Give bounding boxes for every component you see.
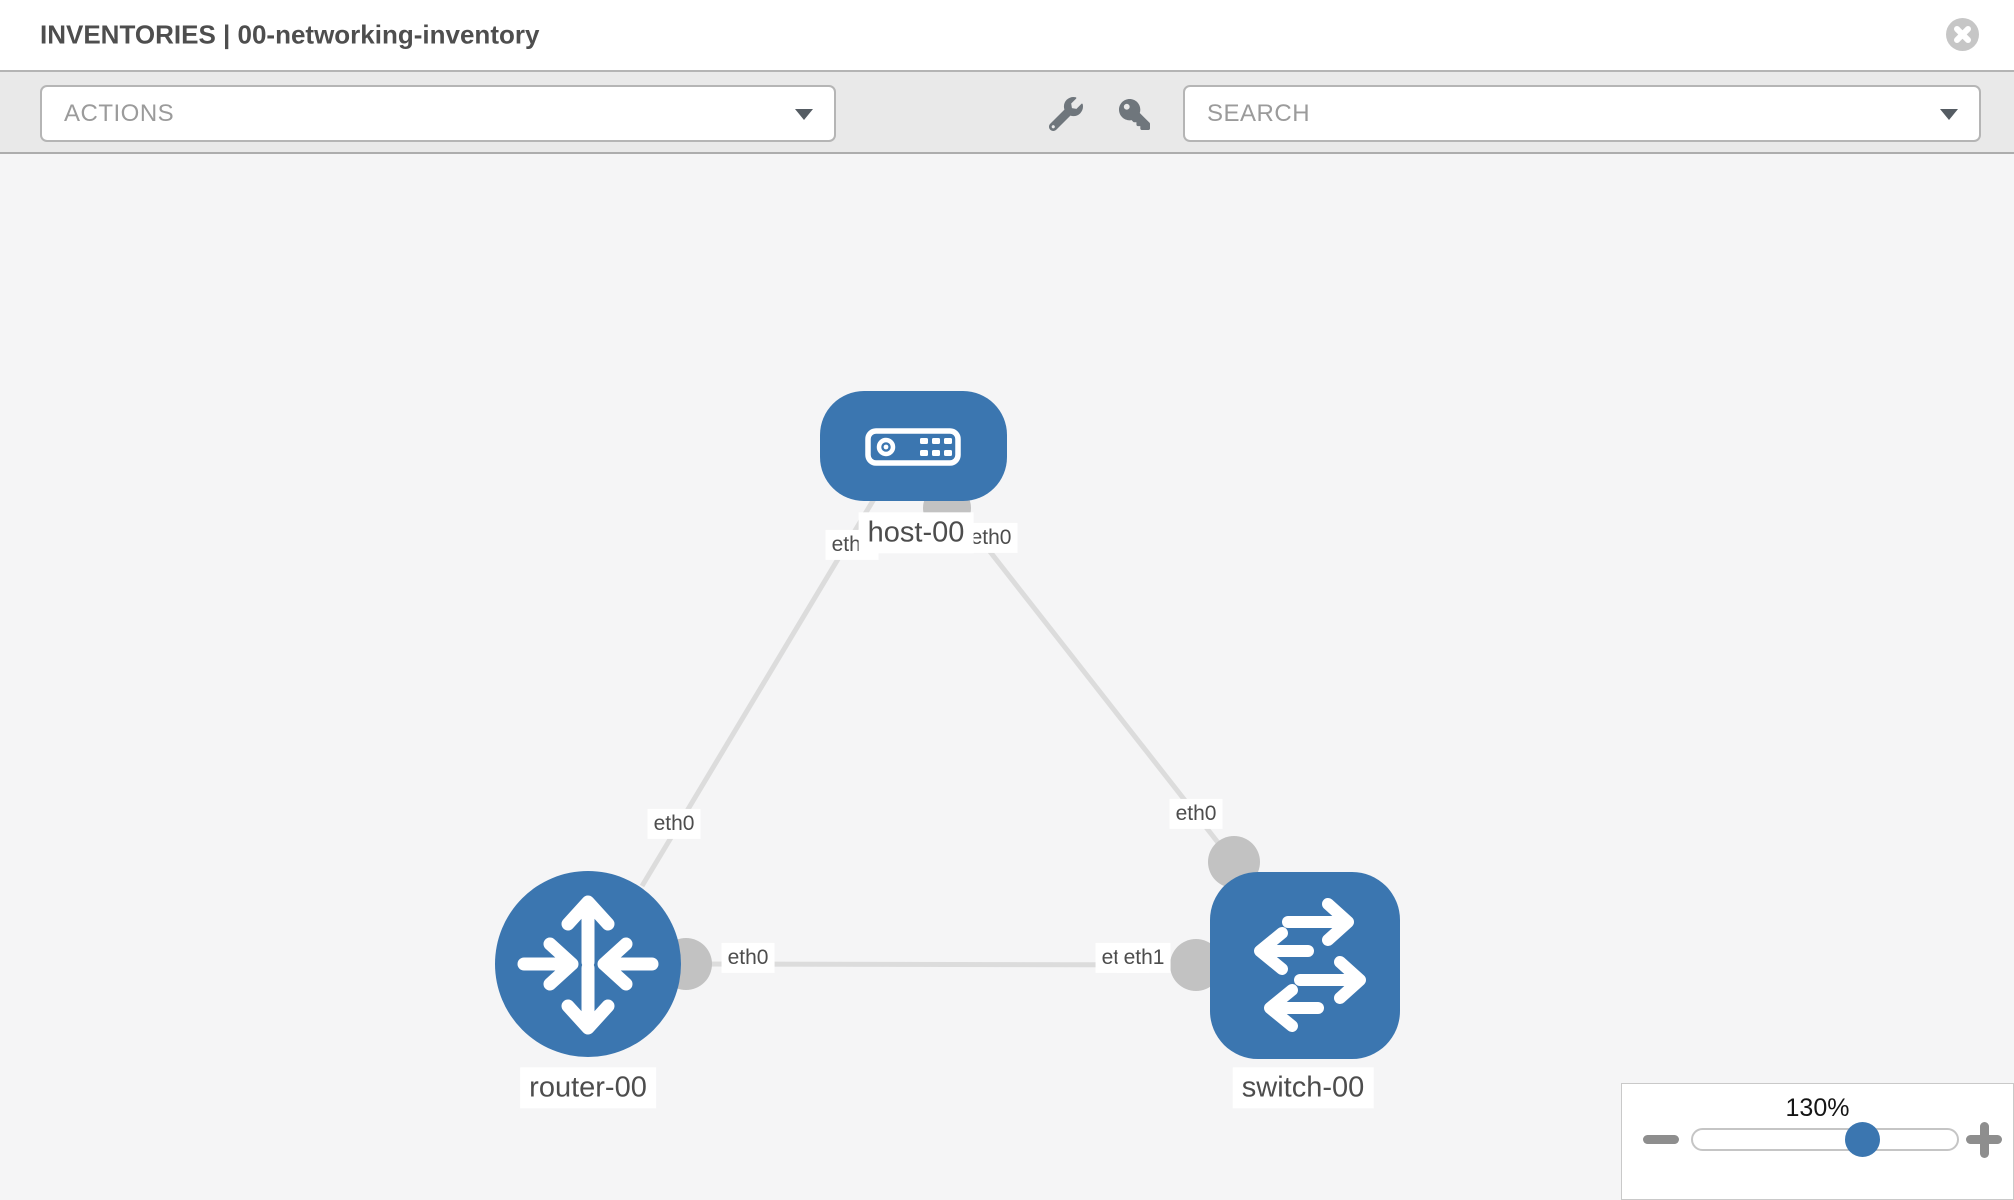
credentials-button[interactable] <box>1114 94 1154 134</box>
zoom-level-value: 130% <box>1785 1094 1850 1122</box>
iface-label-host-to-switch: eth0 <box>964 522 1018 554</box>
iface-label-switch-to-host: eth0 <box>1169 798 1223 830</box>
zoom-slider-thumb[interactable] <box>1845 1122 1880 1157</box>
zoom-in-button[interactable] <box>1964 1120 2004 1160</box>
iface-label-router-to-host: eth0 <box>647 808 701 840</box>
iface-label-router-to-switch: eth0 <box>721 942 775 974</box>
topology-graph <box>495 391 1400 1059</box>
node-switch-00[interactable] <box>1210 872 1400 1059</box>
wrench-icon <box>1049 97 1083 131</box>
port-switch-eth1 <box>1170 939 1222 991</box>
header: INVENTORIES | 00-networking-inventory <box>0 0 2014 72</box>
zoom-out-button[interactable] <box>1641 1120 1681 1160</box>
zoom-slider-track[interactable] <box>1691 1128 1959 1151</box>
node-host-00[interactable] <box>820 391 1007 501</box>
tools-button[interactable] <box>1046 94 1086 134</box>
topology-canvas[interactable]: host-00 router-00 switch-00 eth0 eth0 et… <box>0 74 2014 1200</box>
close-button[interactable] <box>1946 18 1979 51</box>
node-label-router: router-00 <box>520 1067 656 1109</box>
node-router-00[interactable] <box>495 871 681 1057</box>
close-icon <box>1954 26 1971 43</box>
page-title: INVENTORIES | 00-networking-inventory <box>40 19 540 50</box>
search-dropdown-label: SEARCH <box>1207 99 1311 127</box>
actions-dropdown-label: ACTIONS <box>64 99 175 127</box>
router-icon <box>517 895 659 1035</box>
node-label-host: host-00 <box>858 512 974 554</box>
node-label-switch: switch-00 <box>1232 1067 1374 1109</box>
zoom-panel: 130% <box>1621 1083 2014 1200</box>
iface-label-switch-to-router: eth1 <box>1117 942 1171 974</box>
chevron-down-icon <box>1940 108 1958 120</box>
minus-icon <box>1643 1135 1679 1144</box>
toolbar: ACTIONS SEARCH <box>0 72 2014 154</box>
chevron-down-icon <box>795 108 813 120</box>
key-icon <box>1118 98 1150 130</box>
actions-dropdown[interactable]: ACTIONS <box>40 85 836 142</box>
host-icon <box>865 428 961 466</box>
switch-icon <box>1254 898 1366 1032</box>
search-dropdown[interactable]: SEARCH <box>1183 85 1981 142</box>
